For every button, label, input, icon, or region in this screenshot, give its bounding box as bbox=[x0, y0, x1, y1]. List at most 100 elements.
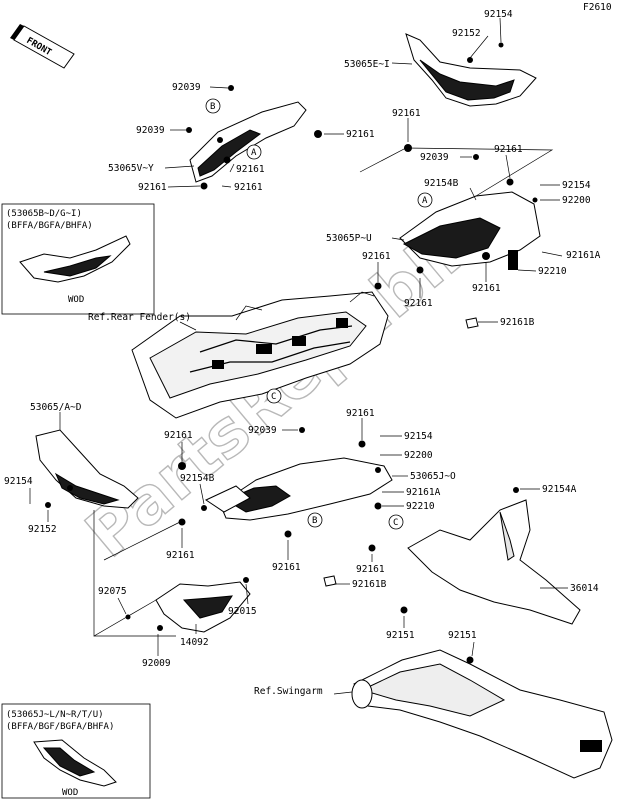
fastener-icon bbox=[201, 505, 207, 511]
part-label-92161b: 92161B bbox=[500, 317, 535, 328]
part-label-92161: 92161 bbox=[356, 564, 385, 575]
part-label-92151: 92151 bbox=[448, 630, 477, 641]
inset-lower-line2: (BFFA/BGF/BGFA/BHFA) bbox=[6, 722, 114, 732]
fastener-icon bbox=[513, 487, 519, 493]
part-label-92161: 92161 bbox=[138, 182, 167, 193]
fastener-icon bbox=[466, 656, 474, 664]
part-label-92151: 92151 bbox=[386, 630, 415, 641]
callout-b-lower: B bbox=[307, 512, 323, 528]
part-label-92161: 92161 bbox=[346, 408, 375, 419]
part-label-92154: 92154 bbox=[484, 9, 513, 20]
part-label-92161b: 92161B bbox=[352, 579, 387, 590]
fastener-icon bbox=[323, 575, 337, 587]
fastener-icon bbox=[506, 178, 514, 186]
side-cowl-upper-right bbox=[405, 33, 537, 107]
figure-code: F2610 bbox=[583, 2, 612, 13]
fastener-icon bbox=[186, 127, 192, 133]
fastener-icon bbox=[498, 42, 504, 48]
callout-c-lower-letter: C bbox=[393, 518, 398, 528]
fastener-icon bbox=[243, 577, 249, 583]
callout-a-right: A bbox=[417, 192, 433, 208]
side-cowl-lower-left bbox=[35, 429, 139, 509]
part-label-92039: 92039 bbox=[172, 82, 201, 93]
fastener-icon bbox=[299, 427, 305, 433]
part-label-92154a: 92154A bbox=[542, 484, 577, 495]
fastener-icon bbox=[200, 182, 208, 190]
fastener-icon bbox=[45, 502, 51, 508]
fastener-icon bbox=[400, 606, 408, 614]
part-label-53065p-u: 53065P~U bbox=[326, 233, 372, 244]
leader-lines bbox=[29, 17, 568, 695]
part-label-92200: 92200 bbox=[562, 195, 591, 206]
side-cowl-middle-right bbox=[399, 191, 541, 270]
fastener-icon bbox=[532, 197, 538, 203]
front-direction-arrow-icon: FRONT bbox=[10, 24, 75, 69]
fastener-icon bbox=[375, 467, 381, 473]
part-label-92161a: 92161A bbox=[406, 487, 441, 498]
fastener-icon bbox=[374, 502, 382, 510]
part-label-92154: 92154 bbox=[4, 476, 33, 487]
part-label-92154: 92154 bbox=[404, 431, 433, 442]
callout-b-upper: B bbox=[205, 98, 221, 114]
inset-upper-line1: (53065B~D/G~I) bbox=[6, 209, 82, 219]
side-cowl-lower-center bbox=[204, 457, 393, 521]
callout-a-right-letter: A bbox=[422, 196, 428, 206]
inset-lower-caption: WOD bbox=[62, 788, 78, 798]
part-label-92152: 92152 bbox=[452, 28, 481, 39]
swingarm bbox=[351, 649, 613, 779]
part-label-92075: 92075 bbox=[98, 586, 127, 597]
callout-c-lower: C bbox=[388, 514, 404, 530]
fastener-icon bbox=[374, 282, 382, 290]
callout-b-lower-letter: B bbox=[312, 516, 317, 526]
fastener-icon bbox=[473, 154, 479, 160]
part-label-92161: 92161 bbox=[362, 251, 391, 262]
part-label-53065j-o: 53065J~O bbox=[410, 471, 456, 482]
fastener-icon bbox=[67, 485, 73, 491]
part-label-92210: 92210 bbox=[406, 501, 435, 512]
part-label-92161a: 92161A bbox=[566, 250, 601, 261]
part-label-36014: 36014 bbox=[570, 583, 599, 594]
ref-swingarm-label: Ref.Swingarm bbox=[254, 686, 323, 697]
part-label-92015: 92015 bbox=[228, 606, 257, 617]
rear-fender-frame bbox=[131, 291, 389, 419]
fastener-icon bbox=[358, 440, 366, 448]
inset-upper-line2: (BFFA/BGFA/BHFA) bbox=[6, 221, 93, 231]
variant-inset-lower: (53065J~L/N~R/T/U) (BFFA/BGF/BGFA/BHFA) … bbox=[1, 703, 151, 799]
part-label-92154: 92154 bbox=[562, 180, 591, 191]
fastener-icon bbox=[482, 252, 490, 260]
side-cowl-upper-left bbox=[189, 101, 307, 183]
part-label-92161: 92161 bbox=[404, 298, 433, 309]
callout-c-center: C bbox=[266, 388, 282, 404]
callout-b-upper-letter: B bbox=[210, 102, 215, 112]
ref-rear-fender-label: Ref.Rear Fender(s) bbox=[88, 312, 191, 323]
bracket-cover bbox=[155, 581, 251, 633]
chain-cover bbox=[407, 499, 581, 625]
part-label-92154b: 92154B bbox=[180, 473, 215, 484]
part-label-14092: 14092 bbox=[180, 637, 209, 648]
fastener-icon bbox=[368, 544, 376, 552]
inset-lower-line1: (53065J~L/N~R/T/U) bbox=[6, 710, 104, 720]
part-label-53065-a-d: 53065/A~D bbox=[30, 402, 82, 413]
callout-a-upper-letter: A bbox=[251, 148, 257, 158]
part-label-53065e-i: 53065E~I bbox=[344, 59, 390, 70]
fastener-icon bbox=[157, 625, 163, 631]
part-label-92039: 92039 bbox=[420, 152, 449, 163]
callout-c-center-letter: C bbox=[271, 392, 276, 402]
part-label-92039: 92039 bbox=[248, 425, 277, 436]
part-label-92161: 92161 bbox=[234, 182, 263, 193]
fastener-icon bbox=[284, 530, 292, 538]
part-label-92161: 92161 bbox=[164, 430, 193, 441]
fastener-icon bbox=[467, 57, 473, 63]
fastener-icon bbox=[465, 317, 479, 329]
part-label-92039: 92039 bbox=[136, 125, 165, 136]
inset-upper-caption: WOD bbox=[68, 295, 84, 305]
callout-a-upper: A bbox=[246, 144, 262, 160]
fastener-icon bbox=[223, 156, 231, 164]
fastener-icon bbox=[178, 462, 186, 470]
part-label-92009: 92009 bbox=[142, 658, 171, 669]
part-label-92210: 92210 bbox=[538, 266, 567, 277]
part-label-92161: 92161 bbox=[494, 144, 523, 155]
part-label-92161: 92161 bbox=[472, 283, 501, 294]
part-label-92200: 92200 bbox=[404, 450, 433, 461]
